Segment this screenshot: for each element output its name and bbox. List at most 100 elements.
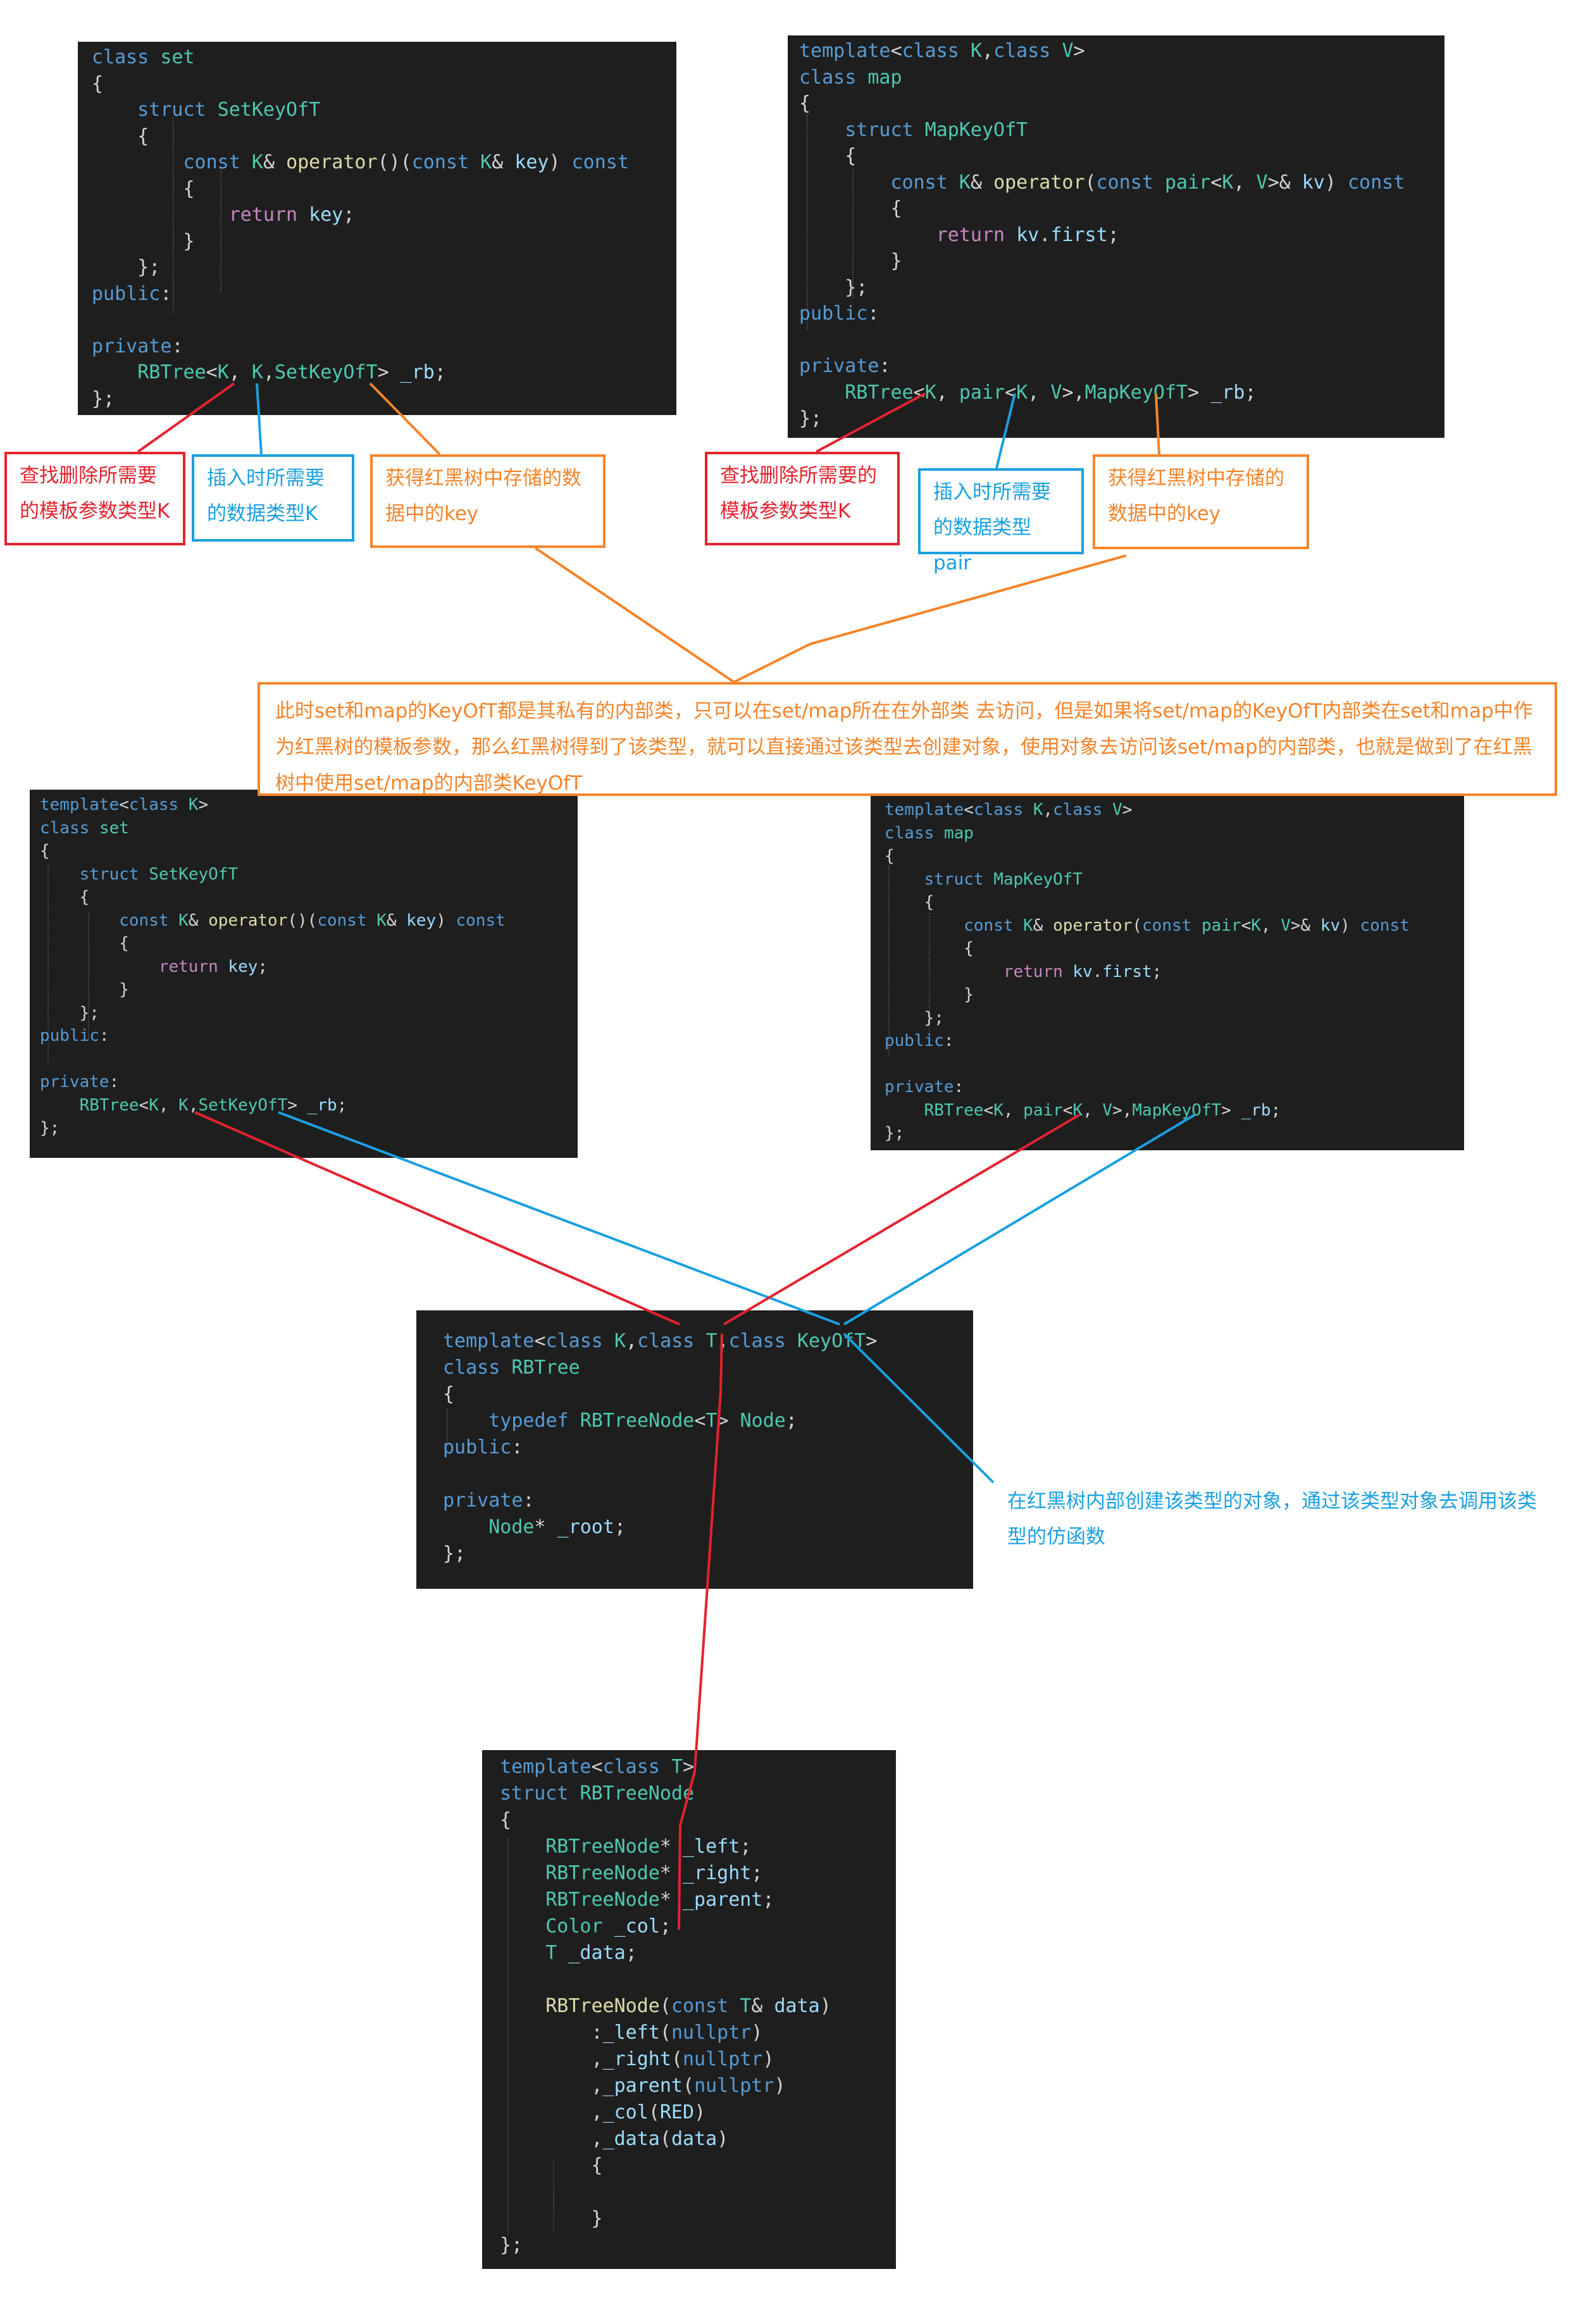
map-orange-label: 获得红黑树中存储的数据中的key [1093,454,1309,549]
code-line: struct MapKeyOfT [924,869,1083,889]
code-line: } [500,2208,603,2230]
rbtreenode-code-panel: template<class T> struct RBTreeNode { RBTr… [482,1750,896,2269]
code-line: private: [799,355,891,377]
center-explanation-note: 此时set和map的KeyOfT都是其私有的内部类，只可以在set/map所在在… [258,682,1557,796]
code-line [885,1053,1410,1076]
code-line: struct SetKeyOfT [137,99,321,121]
code-line: struct SetKeyOfT [79,864,239,884]
code-line: return kv.first; [1003,962,1162,981]
code-line: class map [799,66,902,89]
code-line: RBTree<K, pair<K, V>,MapKeyOfT> _rb; [845,381,1257,404]
set-blue-label: 插入时所需要的数据类型K [192,454,354,542]
code-line: { [885,847,895,866]
code-line: public: [40,1026,109,1045]
code-line: private: [443,1489,535,1512]
code-line: ,_data(data) [500,2128,729,2150]
code-line: { [799,197,902,220]
set-red-label: 查找删除所需要的模板参数类型K [4,452,185,545]
code-line: template<class K,class V> [799,40,1085,62]
map-orange-to-note [733,554,1127,683]
set-code-panel-top: class set { struct SetKeyOfT { const K& o… [78,42,676,415]
code-line: class set [92,46,195,68]
rbtree-functor-note: 在红黑树内部创建该类型的对象，通过该类型对象去调用该类型的仿函数 [1007,1490,1537,1548]
code-line: }; [40,1119,60,1138]
indent-guide [47,866,49,1062]
code-line: } [40,980,129,999]
indent-guide [888,866,890,1055]
indent-guide [852,165,854,298]
set-code: class set { struct SetKeyOfT { const K& o… [92,44,629,412]
map-code-panel-mid: template<class K,class V> class map { stru… [871,790,1464,1150]
code-line: { [885,893,935,912]
code-line: class set [40,818,129,838]
code-line: public: [92,282,172,305]
map-code-panel-top: template<class K,class V>class map{ stru… [788,35,1444,438]
indent-guide [553,2161,554,2231]
map-code-mid: template<class K,class V> class map { stru… [885,798,1410,1145]
code-line: ,_parent(nullptr) [500,2075,786,2097]
code-line: }; [799,276,868,299]
rbtree-code-panel: template<class K,class T,class KeyOfT>cl… [416,1310,973,1589]
code-line: const K& operator()(const K& key) const [183,151,629,173]
code-line: RBTreeNode* _right; [545,1862,763,1884]
code-line: RBTreeNode* _left; [545,1836,752,1858]
code-line: }; [885,1124,905,1143]
code-line: struct RBTreeNode [500,1782,695,1805]
code-line: }; [443,1543,466,1565]
code-line [443,1461,877,1488]
indent-guide [88,913,89,1040]
code-line: }; [92,387,115,410]
code-line: template<class K,class V> [885,800,1133,819]
map-code: template<class K,class V>class map{ stru… [799,38,1405,432]
code-line: { [92,125,149,147]
code-line: private: [92,335,183,357]
code-line: public: [885,1031,954,1050]
map-red-label: 查找删除所需要的模板参数类型K [705,452,900,545]
code-line: RBTree<K, K,SetKeyOfT> _rb; [79,1095,347,1115]
rbtree-code: template<class K,class T,class KeyOfT>cl… [443,1328,877,1567]
code-line [500,2179,831,2206]
code-line: T _data; [545,1942,637,1964]
code-line: { [92,72,104,95]
code-line: }; [500,2234,523,2256]
code-line: template<class T> [500,1756,695,1778]
code-line: } [799,250,902,272]
code-line: ,_col(RED) [500,2101,706,2123]
code-line [500,1967,831,1993]
code-line: { [799,145,857,167]
code-line: private: [40,1072,120,1091]
indent-guide [220,168,221,292]
set-orange-to-note [534,547,735,683]
code-line: }; [40,1003,99,1022]
code-line: { [500,1809,512,1831]
code-line: RBTree<K, K,SetKeyOfT> _rb; [137,361,446,383]
code-line: template<class K> [40,795,209,814]
set-code-mid: template<class K> class set { struct SetKe… [40,793,506,1140]
code-line: { [443,1383,455,1405]
code-line [799,327,1405,354]
code-line: return key; [228,204,355,226]
code-line: { [92,177,195,200]
code-line: return key; [158,957,268,976]
code-line: class RBTree [443,1357,580,1379]
code-line: const K& operator(const pair<K, V>& kv) … [890,171,1405,194]
code-line: { [500,2154,603,2177]
set-code-panel-mid: template<class K> class set { struct SetKe… [30,790,578,1158]
set-orange-label: 获得红黑树中存储的数据中的key [370,454,606,548]
code-line: { [885,939,974,958]
code-line: public: [443,1436,523,1458]
code-line: RBTreeNode* _parent; [545,1889,774,1911]
indent-guide [173,118,174,314]
code-line: class map [885,823,974,843]
code-line: { [40,888,90,907]
code-line: return kv.first; [936,223,1119,246]
rbtreenode-code: template<class T> struct RBTreeNode { RBTr… [500,1754,831,2259]
code-line: }; [799,407,823,430]
code-line: const K& operator()(const K& key) const [119,910,506,930]
code-line: public: [799,302,879,325]
code-line: RBTree<K, pair<K, V>,MapKeyOfT> _rb; [924,1100,1281,1120]
code-line: ,_right(nullptr) [500,2048,774,2070]
code-line: private: [885,1078,964,1097]
code-line [92,307,629,333]
code-line: Color _col; [545,1915,671,1937]
